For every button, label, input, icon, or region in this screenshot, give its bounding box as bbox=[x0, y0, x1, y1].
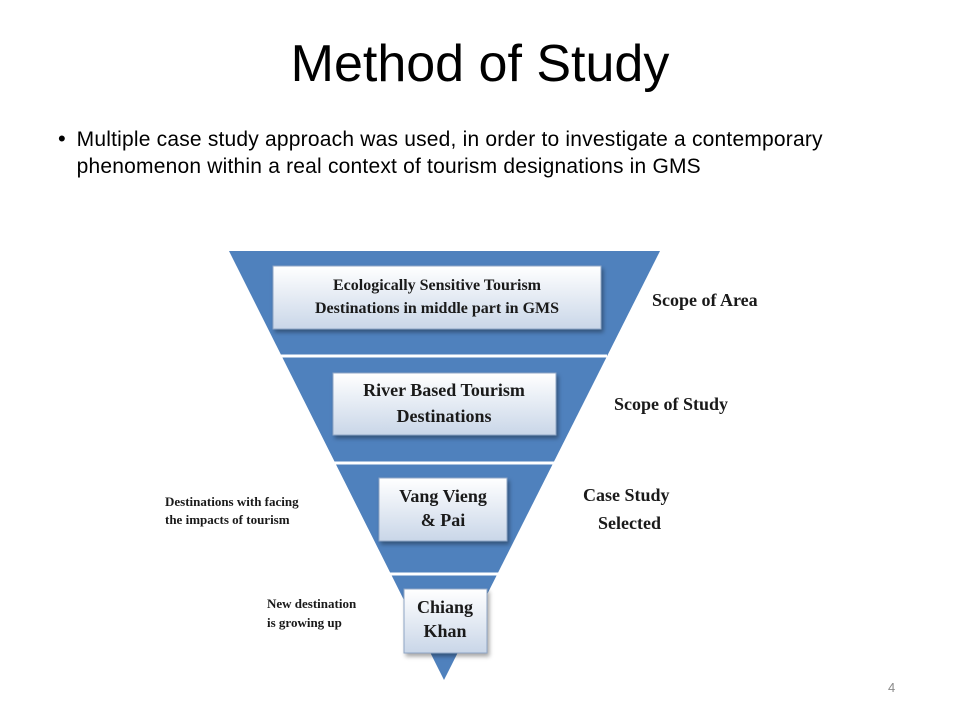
level-box-line: Destinations bbox=[396, 406, 491, 426]
level-box-line: River Based Tourism bbox=[363, 380, 525, 400]
level-box-line: Vang Vieng bbox=[399, 486, 487, 506]
left-label: New destination bbox=[267, 596, 357, 611]
left-label: is growing up bbox=[267, 615, 342, 630]
level-box bbox=[403, 588, 488, 654]
bullet-item: • Multiple case study approach was used,… bbox=[58, 126, 878, 180]
level-box-line: Ecologically Sensitive Tourism bbox=[333, 277, 542, 294]
level-box bbox=[332, 372, 557, 436]
level-box-line: & Pai bbox=[421, 510, 466, 530]
right-label: Selected bbox=[598, 513, 661, 533]
bullet-dot: • bbox=[58, 126, 66, 151]
right-label: Scope of Area bbox=[652, 290, 758, 310]
funnel-triangle bbox=[229, 251, 660, 680]
level-box-line: Destinations in middle part in GMS bbox=[315, 300, 559, 317]
right-label: Scope of Study bbox=[614, 394, 728, 414]
slide-title: Method of Study bbox=[290, 35, 670, 93]
left-label: the impacts of tourism bbox=[165, 512, 290, 527]
right-label: Case Study bbox=[583, 485, 670, 505]
page-number: 4 bbox=[888, 680, 896, 695]
left-label: Destinations with facing bbox=[165, 494, 299, 509]
bullet-text: Multiple case study approach was used, i… bbox=[76, 128, 823, 178]
level-box-line: Chiang bbox=[417, 597, 473, 617]
level-box bbox=[378, 477, 508, 542]
level-box bbox=[272, 265, 602, 330]
level-box-line: Khan bbox=[423, 621, 466, 641]
